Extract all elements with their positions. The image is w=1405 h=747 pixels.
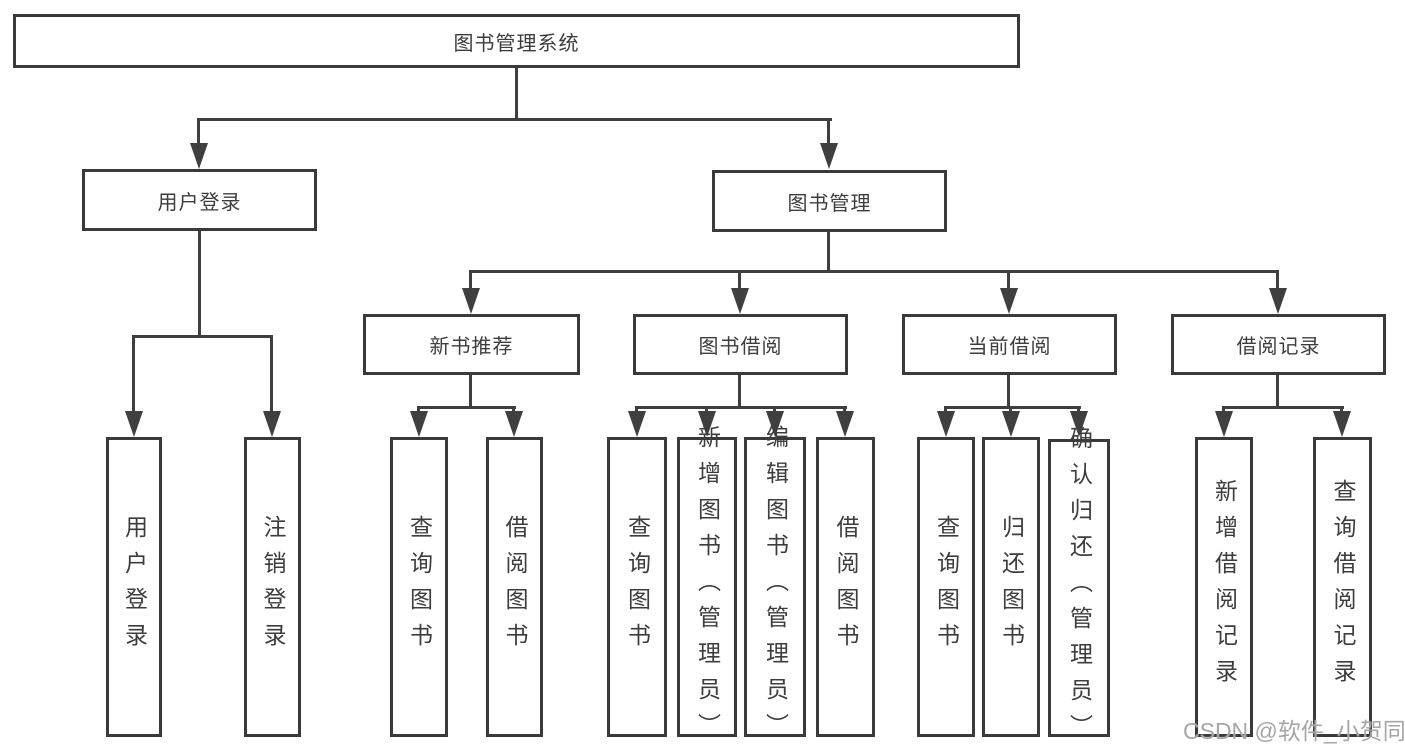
node-leaf-nbr-borrow-label: 借阅图书 bbox=[502, 515, 528, 659]
connector-br-drop-1 bbox=[1222, 406, 1225, 411]
connector-userlogin-drop-1 bbox=[132, 335, 135, 411]
connector-nbr-drop-2 bbox=[512, 406, 515, 411]
arrow-down-icon bbox=[1002, 411, 1020, 437]
node-new-book-rec-label: 新书推荐 bbox=[429, 336, 514, 358]
connector-root-stem bbox=[515, 68, 518, 118]
node-leaf-bb-borrow: 借阅图书 bbox=[816, 437, 875, 737]
node-leaf-cb-return: 归还图书 bbox=[982, 437, 1040, 737]
node-leaf-bb-edit: 编辑图书（管理员） bbox=[744, 425, 806, 747]
node-leaf-cb-query: 查询图书 bbox=[917, 437, 975, 737]
connector-nbr-stem bbox=[469, 375, 472, 406]
node-leaf-cb-confirm: 确认归还（管理员） bbox=[1048, 426, 1110, 747]
arrow-down-icon bbox=[1269, 288, 1287, 314]
arrow-down-icon bbox=[190, 143, 208, 169]
arrow-down-icon bbox=[937, 411, 955, 437]
arrow-down-icon bbox=[505, 411, 523, 437]
node-user-login: 用户登录 bbox=[82, 169, 317, 231]
connector-bb-rail bbox=[635, 406, 847, 409]
arrow-down-icon bbox=[820, 143, 838, 169]
node-leaf-nbr-borrow: 借阅图书 bbox=[486, 437, 543, 737]
connector-bb-stem bbox=[738, 375, 741, 406]
arrow-down-icon bbox=[263, 411, 281, 437]
node-book-mgmt-label: 图书管理 bbox=[787, 192, 872, 215]
connector-root-rail bbox=[197, 118, 832, 121]
node-leaf-bb-borrow-label: 借阅图书 bbox=[833, 515, 859, 659]
arrow-down-icon bbox=[698, 411, 716, 437]
node-leaf-br-add: 新增借阅记录 bbox=[1195, 437, 1253, 737]
connector-br-drop-2 bbox=[1340, 406, 1343, 411]
connector-bb-drop-2 bbox=[705, 406, 708, 411]
node-leaf-nbr-query: 查询图书 bbox=[390, 437, 448, 737]
connector-bookmgmt-stem bbox=[827, 232, 830, 270]
connector-bookmgmt-drop-2 bbox=[738, 270, 741, 289]
node-root: 图书管理系统 bbox=[13, 14, 1020, 68]
arrow-down-icon bbox=[125, 411, 143, 437]
csdn-watermark: CSDN @软件_小贺同学 bbox=[1183, 718, 1405, 744]
node-user-login-label: 用户登录 bbox=[157, 191, 242, 214]
node-borrow-records-label: 借阅记录 bbox=[1236, 336, 1321, 358]
connector-userlogin-rail bbox=[132, 335, 273, 338]
node-book-borrow: 图书借阅 bbox=[633, 314, 848, 375]
connector-nbr-rail bbox=[417, 406, 516, 409]
node-root-label: 图书管理系统 bbox=[453, 32, 580, 55]
node-leaf-bb-add-label: 新增图书（管理员） bbox=[694, 425, 721, 747]
arrow-down-icon bbox=[1215, 411, 1233, 437]
connector-userlogin-stem bbox=[198, 231, 201, 335]
node-leaf-cb-query-label: 查询图书 bbox=[933, 515, 960, 659]
arrow-down-icon bbox=[1333, 411, 1351, 437]
arrow-down-icon bbox=[628, 411, 646, 437]
node-leaf-logout: 注销登录 bbox=[244, 437, 301, 737]
node-book-mgmt: 图书管理 bbox=[712, 170, 947, 232]
connector-bookmgmt-drop-3 bbox=[1007, 270, 1010, 289]
arrow-down-icon bbox=[1070, 411, 1088, 437]
connector-cb-drop-2 bbox=[1009, 406, 1012, 411]
connector-bookmgmt-drop-1 bbox=[469, 270, 472, 289]
connector-userlogin-drop-2 bbox=[270, 335, 273, 411]
arrow-down-icon bbox=[766, 411, 784, 437]
node-leaf-br-query-label: 查询借阅记录 bbox=[1330, 479, 1356, 695]
node-leaf-bb-add: 新增图书（管理员） bbox=[677, 425, 737, 747]
connector-bb-drop-3 bbox=[773, 406, 776, 411]
node-current-borrow-label: 当前借阅 bbox=[967, 336, 1052, 358]
node-leaf-user-login-label: 用户登录 bbox=[121, 515, 148, 659]
connector-cb-rail bbox=[944, 406, 1081, 409]
arrow-down-icon bbox=[731, 288, 749, 314]
connector-bb-drop-1 bbox=[635, 406, 638, 411]
node-leaf-cb-confirm-label: 确认归还（管理员） bbox=[1066, 426, 1093, 747]
node-leaf-br-query: 查询借阅记录 bbox=[1313, 437, 1372, 737]
connector-bb-drop-4 bbox=[843, 406, 846, 411]
connector-nbr-drop-1 bbox=[417, 406, 420, 411]
node-leaf-logout-label: 注销登录 bbox=[260, 515, 286, 659]
node-leaf-bb-query: 查询图书 bbox=[607, 437, 667, 737]
connector-cb-drop-3 bbox=[1077, 406, 1080, 411]
arrow-down-icon bbox=[1000, 288, 1018, 314]
node-borrow-records: 借阅记录 bbox=[1171, 314, 1386, 375]
connector-cb-stem bbox=[1007, 375, 1010, 406]
node-book-borrow-label: 图书借阅 bbox=[698, 336, 783, 358]
connector-br-rail bbox=[1222, 406, 1344, 409]
node-leaf-br-add-label: 新增借阅记录 bbox=[1211, 479, 1238, 695]
connector-bookmgmt-rail bbox=[469, 270, 1279, 273]
connector-cb-drop-1 bbox=[944, 406, 947, 411]
arrow-down-icon bbox=[462, 288, 480, 314]
connector-root-userlogin-drop bbox=[197, 118, 200, 143]
node-leaf-bb-query-label: 查询图书 bbox=[624, 515, 651, 659]
node-leaf-cb-return-label: 归还图书 bbox=[998, 515, 1025, 659]
connector-bookmgmt-drop-4 bbox=[1276, 270, 1279, 289]
node-leaf-bb-edit-label: 编辑图书（管理员） bbox=[762, 425, 789, 747]
connector-root-bookmgmt-drop bbox=[827, 118, 830, 143]
node-new-book-rec: 新书推荐 bbox=[363, 314, 580, 375]
arrow-down-icon bbox=[410, 411, 428, 437]
connector-br-stem bbox=[1276, 375, 1279, 406]
node-leaf-user-login: 用户登录 bbox=[106, 437, 162, 737]
arrow-down-icon bbox=[836, 411, 854, 437]
node-leaf-nbr-query-label: 查询图书 bbox=[406, 515, 433, 659]
node-current-borrow: 当前借阅 bbox=[902, 314, 1117, 375]
